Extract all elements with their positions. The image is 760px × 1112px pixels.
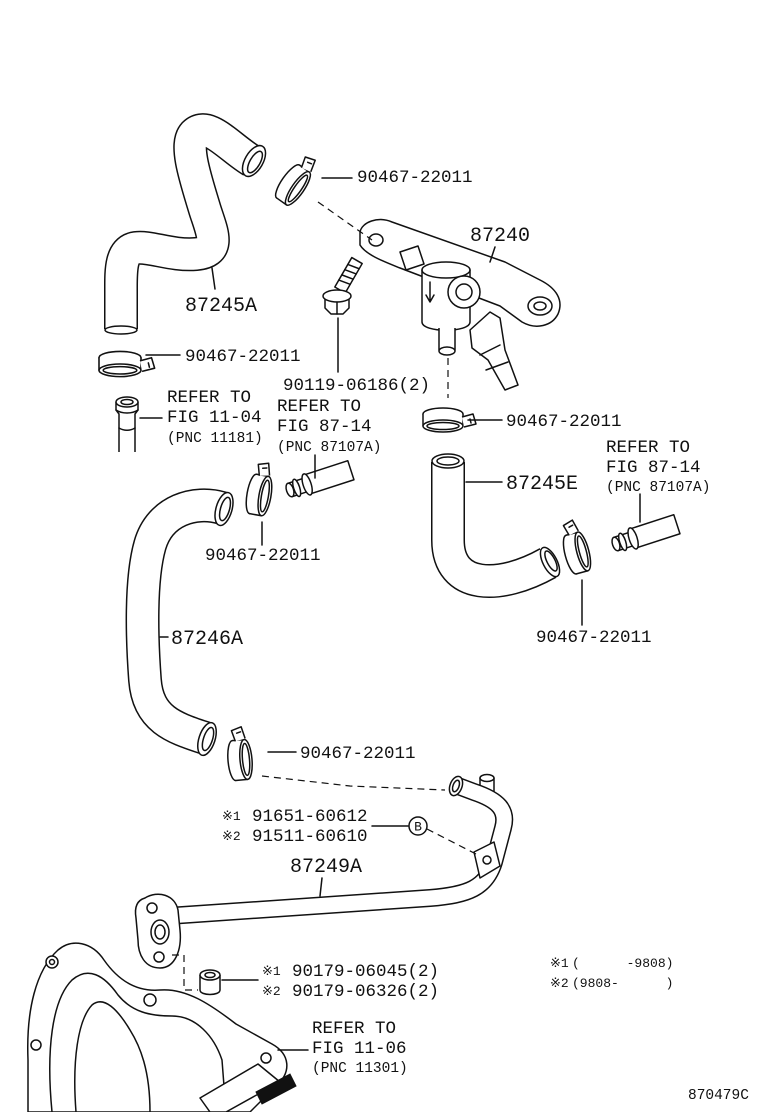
leader-lines [139, 177, 641, 1051]
pipe-stub-fig-11-04 [115, 396, 139, 452]
part-number-clamp: 90467-22011 [536, 628, 652, 648]
note-range: (9808- ) [572, 976, 673, 991]
drawing-number: 870479C [688, 1088, 749, 1104]
reference-fig-87-14-right: REFER TO FIG 87-14 (PNC 87107A) [606, 438, 710, 496]
reference-fig-11-04: REFER TO FIG 11-04 (PNC 11181) [167, 388, 263, 447]
part-number-gasket: 91511-60610 [252, 827, 368, 847]
reference-fig-11-06: REFER TO FIG 11-06 (PNC 11301) [312, 1019, 408, 1077]
note-mark: ※2 [550, 976, 569, 991]
reference-line: REFER TO [167, 388, 251, 408]
hose-87245e [431, 453, 561, 598]
part-number-clamp: 90467-22011 [357, 168, 473, 188]
hose-87245a [103, 113, 267, 335]
reference-line: REFER TO [606, 438, 690, 458]
alignment-line [261, 775, 446, 791]
variant-notes: ※1 ( -9808) ※2 (9808- ) [550, 956, 673, 991]
hose-clamp-hose-e-lower [556, 517, 595, 577]
part-number-bolt: 90119-06186(2) [283, 376, 430, 396]
part-number-hose: 87245A [185, 295, 257, 318]
reference-line: (PNC 87107A) [606, 480, 710, 496]
variant-mark: ※1 [262, 964, 281, 979]
reference-line: (PNC 87107A) [277, 440, 381, 456]
reference-marker-b: B [408, 816, 428, 836]
vacuum-valve-87240 [359, 218, 561, 391]
part-number-valve: 87240 [470, 225, 530, 248]
reference-line: FIG 87-14 [277, 417, 372, 437]
reference-line: (PNC 11301) [312, 1061, 408, 1077]
reference-fig-87-14-left: REFER TO FIG 87-14 (PNC 87107A) [277, 397, 381, 456]
note-mark: ※1 [550, 956, 569, 971]
part-number-pipe: 87249A [290, 856, 362, 879]
part-number-hose: 87245E [506, 473, 578, 496]
part-number-hose: 87246A [171, 628, 243, 651]
hose-87246a [125, 488, 234, 757]
part-number-clamp: 90467-22011 [185, 347, 301, 367]
hose-clamp-hose-46a-lower [224, 725, 255, 782]
variant-mark: ※1 [222, 809, 241, 824]
part-number-nut: 90179-06045(2) [292, 962, 439, 982]
part-number-clamp: 90467-22011 [205, 546, 321, 566]
water-pipe-87249a [134, 773, 514, 969]
part-number-nut: 90179-06326(2) [292, 982, 439, 1002]
reference-line: REFER TO [312, 1019, 396, 1039]
variant-mark: ※2 [222, 829, 241, 844]
part-number-gasket: 91651-60612 [252, 807, 368, 827]
alignment-line [426, 828, 479, 856]
marker-letter: B [414, 820, 422, 835]
water-pump-housing [27, 942, 297, 1112]
part-number-clamp: 90467-22011 [506, 412, 622, 432]
pipe-stub-fig-87-14-right [611, 513, 681, 552]
reference-line: FIG 87-14 [606, 458, 701, 478]
reference-line: FIG 11-04 [167, 408, 262, 428]
note-range: ( -9808) [572, 956, 673, 971]
reference-line: FIG 11-06 [312, 1039, 407, 1059]
gasket-part-numbers: ※1 91651-60612 ※2 91511-60610 [222, 807, 368, 847]
reference-line: REFER TO [277, 397, 361, 417]
alignment-line [172, 954, 198, 991]
nut-part-numbers: ※1 90179-06045(2) ※2 90179-06326(2) [262, 962, 439, 1002]
variant-mark: ※2 [262, 984, 281, 999]
hose-clamp-top [270, 150, 323, 210]
bolt-90119-06186 [322, 256, 363, 315]
pipe-stub-fig-87-14-left [285, 459, 355, 498]
hose-clamp-hose-46a-upper [242, 459, 278, 518]
reference-line: (PNC 11181) [167, 431, 263, 447]
nut-90179 [199, 969, 221, 996]
part-number-clamp: 90467-22011 [300, 744, 416, 764]
